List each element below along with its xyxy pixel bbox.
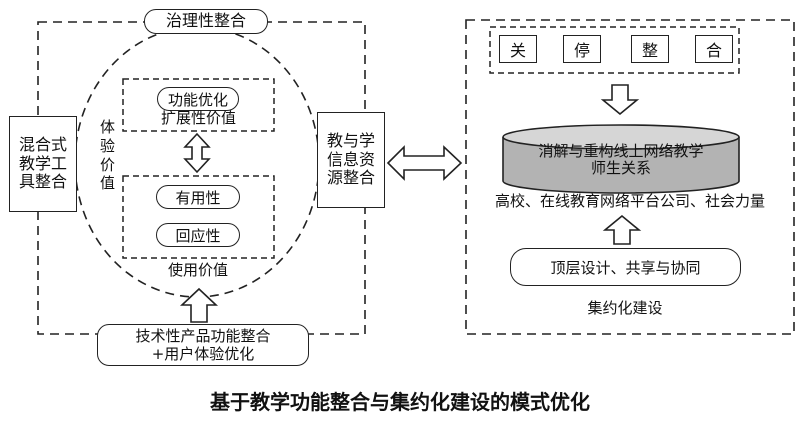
responsiveness-box: 回应性 xyxy=(156,223,240,247)
usefulness-label: 有用性 xyxy=(175,188,221,207)
cylinder-text: 消解与重构线上网络教学 师生关系 xyxy=(503,142,739,178)
hybrid-tools-line-2: 教学工 xyxy=(18,153,67,173)
experience-value-label: 体验价值 xyxy=(100,118,116,193)
function-optimization-label: 功能优化 xyxy=(167,90,228,109)
close-item-label: 关 xyxy=(509,41,526,60)
top-items-dashed-box xyxy=(489,26,740,74)
hybrid-tools-line-3: 具整合 xyxy=(18,172,67,192)
teaching-resources-box: 教与学 信息资 源整合 xyxy=(317,112,385,208)
teaching-resources-line-3: 源整合 xyxy=(326,168,375,188)
cylinder-line-1: 消解与重构线上网络教学 xyxy=(538,142,704,160)
upper-dashed-box xyxy=(122,78,275,132)
governance-dashed-frame xyxy=(37,21,366,335)
merge-item-box: 合 xyxy=(695,35,733,63)
cylinder-body xyxy=(502,137,740,194)
hybrid-tools-box: 混合式 教学工 具整合 xyxy=(9,116,77,212)
stop-item-label: 停 xyxy=(573,41,590,60)
close-item-box: 关 xyxy=(499,35,537,63)
tech-integration-line-2: +用户体验优化 xyxy=(151,345,255,363)
rectify-item-label: 整 xyxy=(641,41,658,60)
usefulness-box: 有用性 xyxy=(156,185,240,209)
intensive-construction-label: 集约化建设 xyxy=(587,299,663,317)
tech-integration-box: 技术性产品功能整合 +用户体验优化 xyxy=(97,324,309,366)
top-design-label: 顶层设计、共享与协同 xyxy=(550,258,701,277)
hybrid-tools-line-1: 混合式 xyxy=(18,135,67,155)
figure-caption: 基于教学功能整合与集约化建设的模式优化 xyxy=(210,390,590,414)
responsiveness-label: 回应性 xyxy=(175,226,221,245)
teaching-resources-line-1: 教与学 xyxy=(326,131,375,151)
intensive-dashed-frame xyxy=(465,19,795,335)
rectify-item-box: 整 xyxy=(631,35,669,63)
horizontal-double-arrow xyxy=(386,145,463,181)
teaching-resources-line-2: 信息资 xyxy=(326,149,375,169)
tech-integration-line-1: 技术性产品功能整合 xyxy=(135,327,271,345)
lower-dashed-box xyxy=(122,175,275,259)
use-value-label: 使用价值 xyxy=(167,261,228,279)
top-design-box: 顶层设计、共享与协同 xyxy=(510,248,741,286)
stop-item-box: 停 xyxy=(563,35,601,63)
cylinder-line-2: 师生关系 xyxy=(590,159,651,178)
governance-label-box: 治理性整合 xyxy=(144,9,268,34)
down-arrow-right xyxy=(600,84,640,116)
actors-label: 高校、在线教育网络平台公司、社会力量 xyxy=(494,192,765,210)
function-optimization-box: 功能优化 xyxy=(157,87,239,111)
cylinder-top xyxy=(502,124,740,150)
merge-item-label: 合 xyxy=(705,41,722,60)
vertical-double-arrow xyxy=(183,132,211,174)
up-arrow-left xyxy=(179,287,219,323)
up-arrow-right xyxy=(602,214,642,245)
extension-value-label: 扩展性价值 xyxy=(160,109,236,127)
governance-label: 治理性整合 xyxy=(165,11,246,31)
